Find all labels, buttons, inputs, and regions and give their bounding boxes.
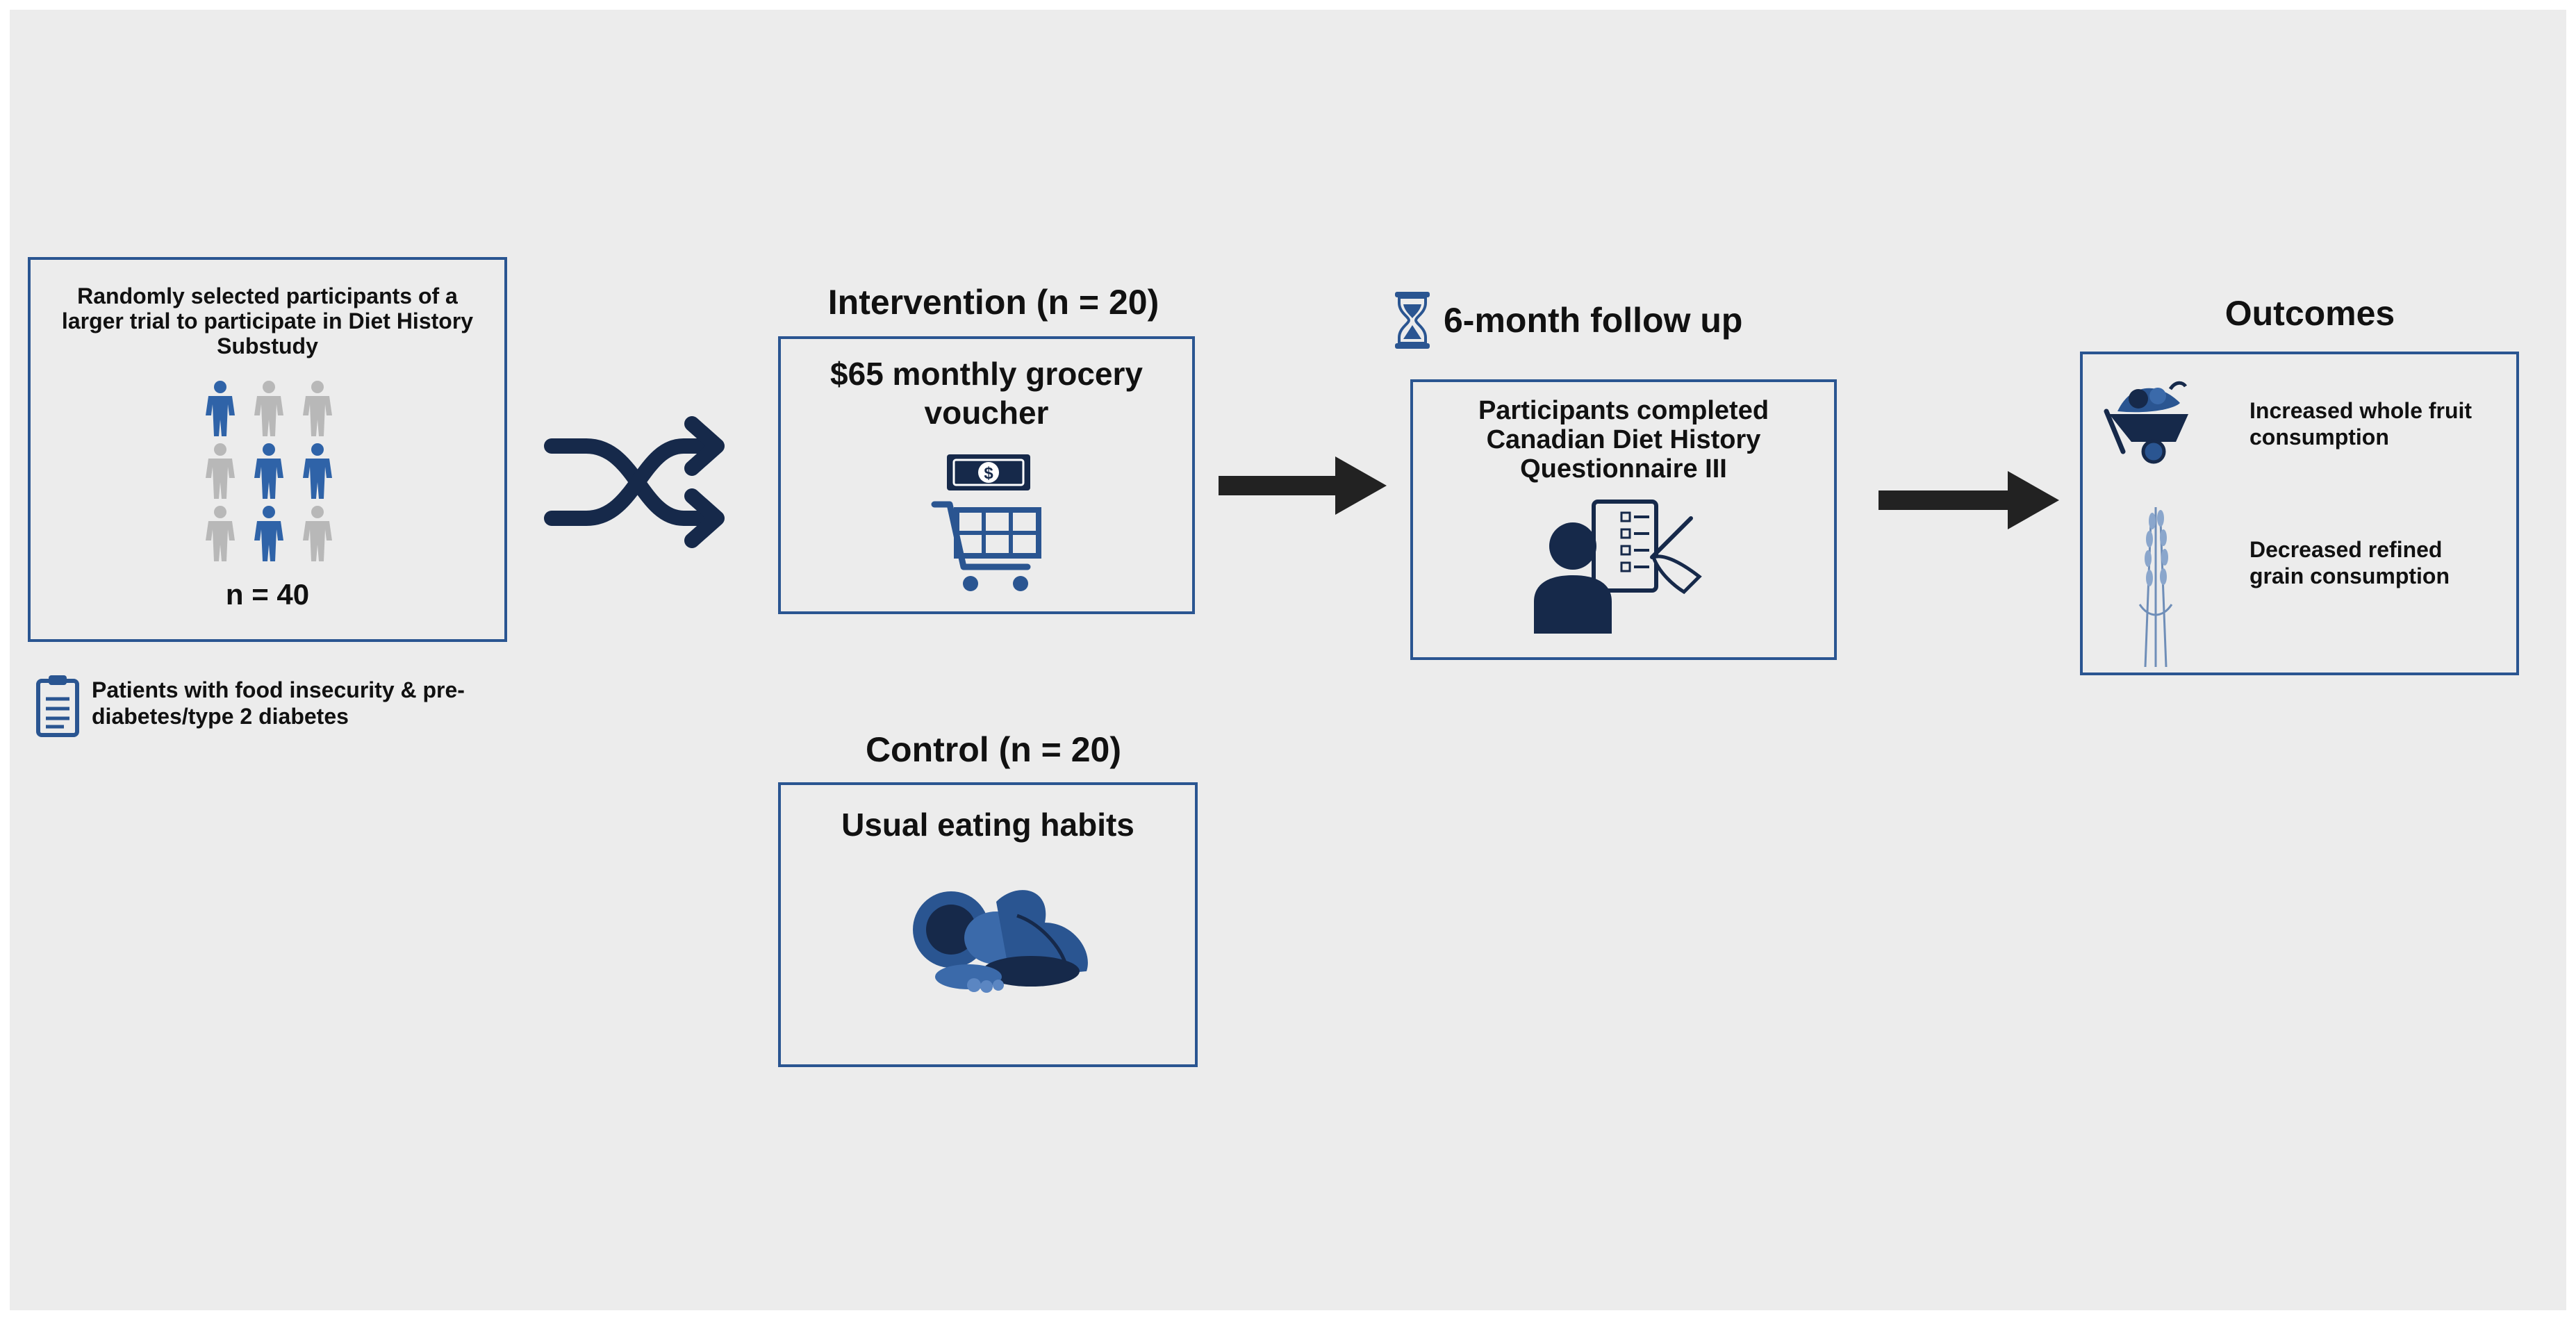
intervention-text: $65 monthly grocery voucher [830, 356, 1143, 431]
patients-note: Patients with food insecurity & pre-diab… [92, 677, 465, 729]
participant-icon [254, 381, 283, 436]
questionnaire-person-icon [1534, 500, 1702, 634]
control-text: Usual eating habits [841, 807, 1134, 843]
followup-heading: 6-month follow up [1444, 301, 1743, 340]
participant-icon [206, 506, 235, 561]
participant-icon [206, 443, 235, 499]
followup-text: Participants completed Canadian Diet His… [1478, 396, 1769, 484]
arrow-to-outcomes [1879, 471, 2059, 529]
clipboard-icon [36, 675, 79, 737]
dollar-symbol: $ [984, 464, 993, 483]
wheelbarrow-produce-icon [2104, 381, 2188, 464]
control-box: Usual eating habits [778, 782, 1198, 1067]
participant-icon [206, 381, 235, 436]
enrollment-title: Randomly selected participants of a larg… [61, 283, 474, 358]
participant-icon [303, 506, 332, 561]
shopping-cart-icon: $ [931, 454, 1041, 591]
diagram-canvas: Randomly selected participants of a larg… [10, 10, 2566, 1310]
control-heading: Control (n = 20) [865, 730, 1122, 769]
intervention-heading: Intervention (n = 20) [827, 283, 1159, 322]
participant-icon [254, 443, 283, 499]
participant-icon [254, 506, 283, 561]
outcomes-box: Increased whole fruit consumption Decrea… [2080, 352, 2519, 675]
enrollment-box: Randomly selected participants of a larg… [28, 257, 507, 642]
outcomes-heading: Outcomes [2224, 294, 2395, 333]
enrollment-n-label: n = 40 [225, 578, 310, 611]
outcome-text-fruit: Increased whole fruit consumption [2249, 398, 2472, 449]
participant-icon [303, 443, 332, 499]
shuffle-icon [544, 416, 725, 548]
arrow-to-followup [1219, 456, 1387, 515]
participants-icon-grid [206, 381, 332, 561]
participant-icon [303, 381, 332, 436]
wheat-icon [2138, 507, 2173, 667]
followup-box: Participants completed Canadian Diet His… [1410, 379, 1837, 660]
vegetables-icon [913, 890, 1088, 993]
hourglass-icon [1395, 292, 1430, 349]
outcome-text-grain: Decreased refined grain consumption [2249, 537, 2450, 588]
intervention-box: $65 monthly grocery voucher $ [778, 336, 1195, 614]
